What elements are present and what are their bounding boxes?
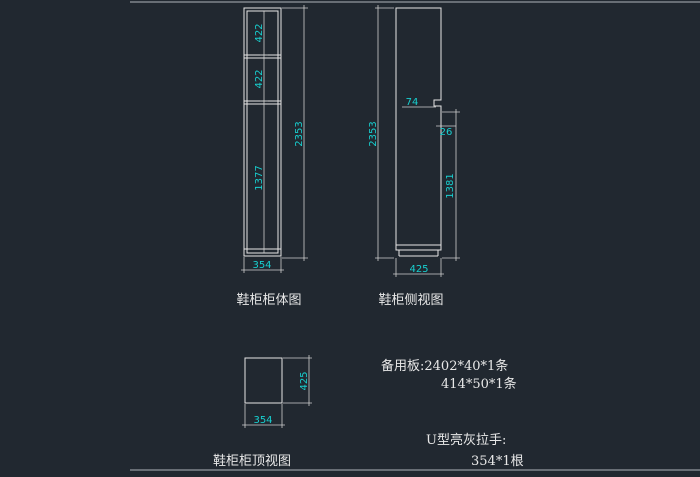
side-view-caption: 鞋柜侧视图 <box>378 292 443 308</box>
cabinet-side-view: 2353 74 26 1381 425 鞋柜侧视图 <box>368 5 460 308</box>
handle-quantity: 354*1根 <box>471 454 524 469</box>
cabinet-body-view: 422 422 1377 2353 354 鞋柜柜体图 <box>236 5 308 308</box>
dim-side-depth: 425 <box>409 264 428 275</box>
body-view-caption: 鞋柜柜体图 <box>236 292 301 308</box>
dim-body-width: 354 <box>252 260 271 271</box>
dim-notch-depth: 74 <box>406 97 419 108</box>
side-outline <box>395 7 442 251</box>
body-outline <box>243 7 282 257</box>
dim-lower-compartment: 1377 <box>254 165 265 190</box>
body-inner-outline <box>246 10 279 254</box>
top-view-caption: 鞋柜柜顶视图 <box>213 453 291 469</box>
dim-body-total-height: 2353 <box>294 121 305 146</box>
dim-top-depth: 425 <box>299 371 310 390</box>
dim-side-lower-height: 1381 <box>445 173 456 198</box>
dim-middle-compartment: 422 <box>254 69 265 88</box>
spare-board-line-1: 备用板:2402*40*1条 <box>381 358 508 374</box>
dim-side-total-height: 2353 <box>368 121 379 146</box>
dim-notch-height: 26 <box>440 127 453 138</box>
spare-board-line-2: 414*50*1条 <box>441 376 517 392</box>
cabinet-top-view: 425 354 鞋柜柜顶视图 <box>213 355 312 469</box>
top-outline <box>244 357 283 404</box>
dim-top-width: 354 <box>253 415 272 426</box>
material-notes: 备用板:2402*40*1条 414*50*1条 U型亮灰拉手: 354*1根 <box>381 358 524 469</box>
dim-top-compartment: 422 <box>254 23 265 42</box>
handle-label: U型亮灰拉手: <box>426 432 506 448</box>
